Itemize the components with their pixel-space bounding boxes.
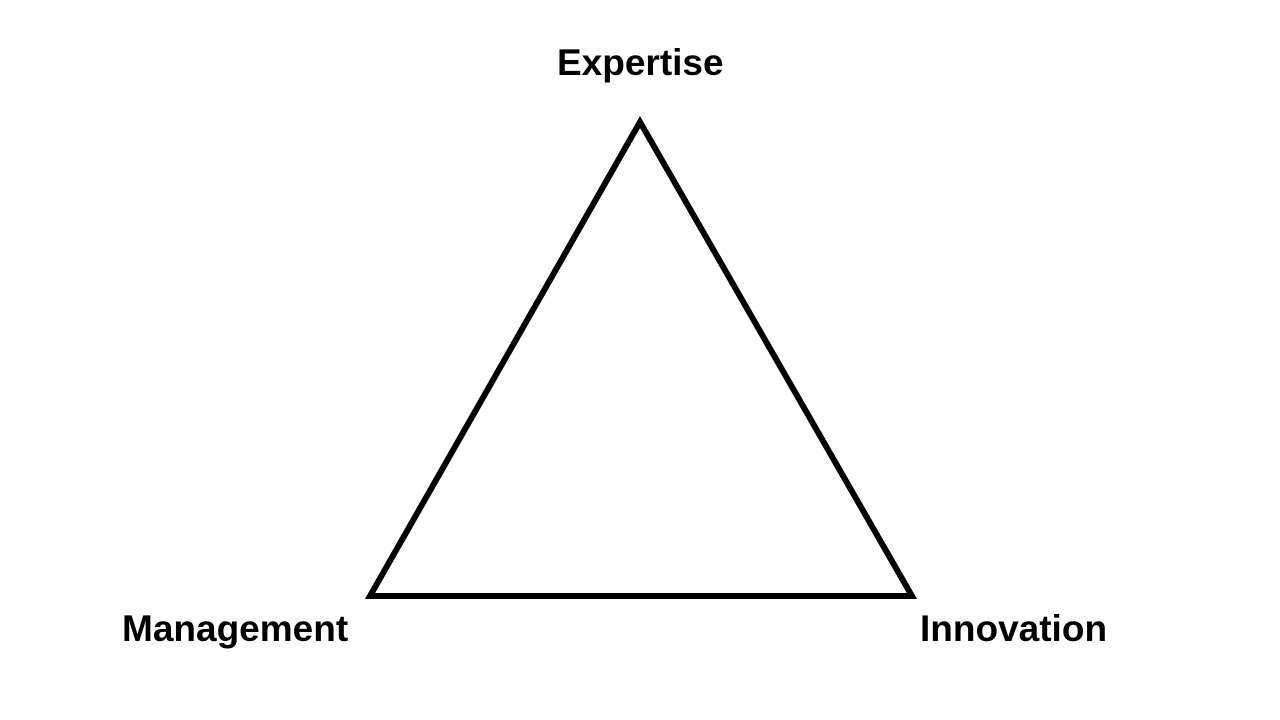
vertex-label-innovation: Innovation	[920, 608, 1108, 649]
vertex-label-expertise: Expertise	[557, 42, 724, 83]
triangle-shape	[364, 115, 918, 599]
vertex-label-management: Management	[122, 608, 349, 649]
